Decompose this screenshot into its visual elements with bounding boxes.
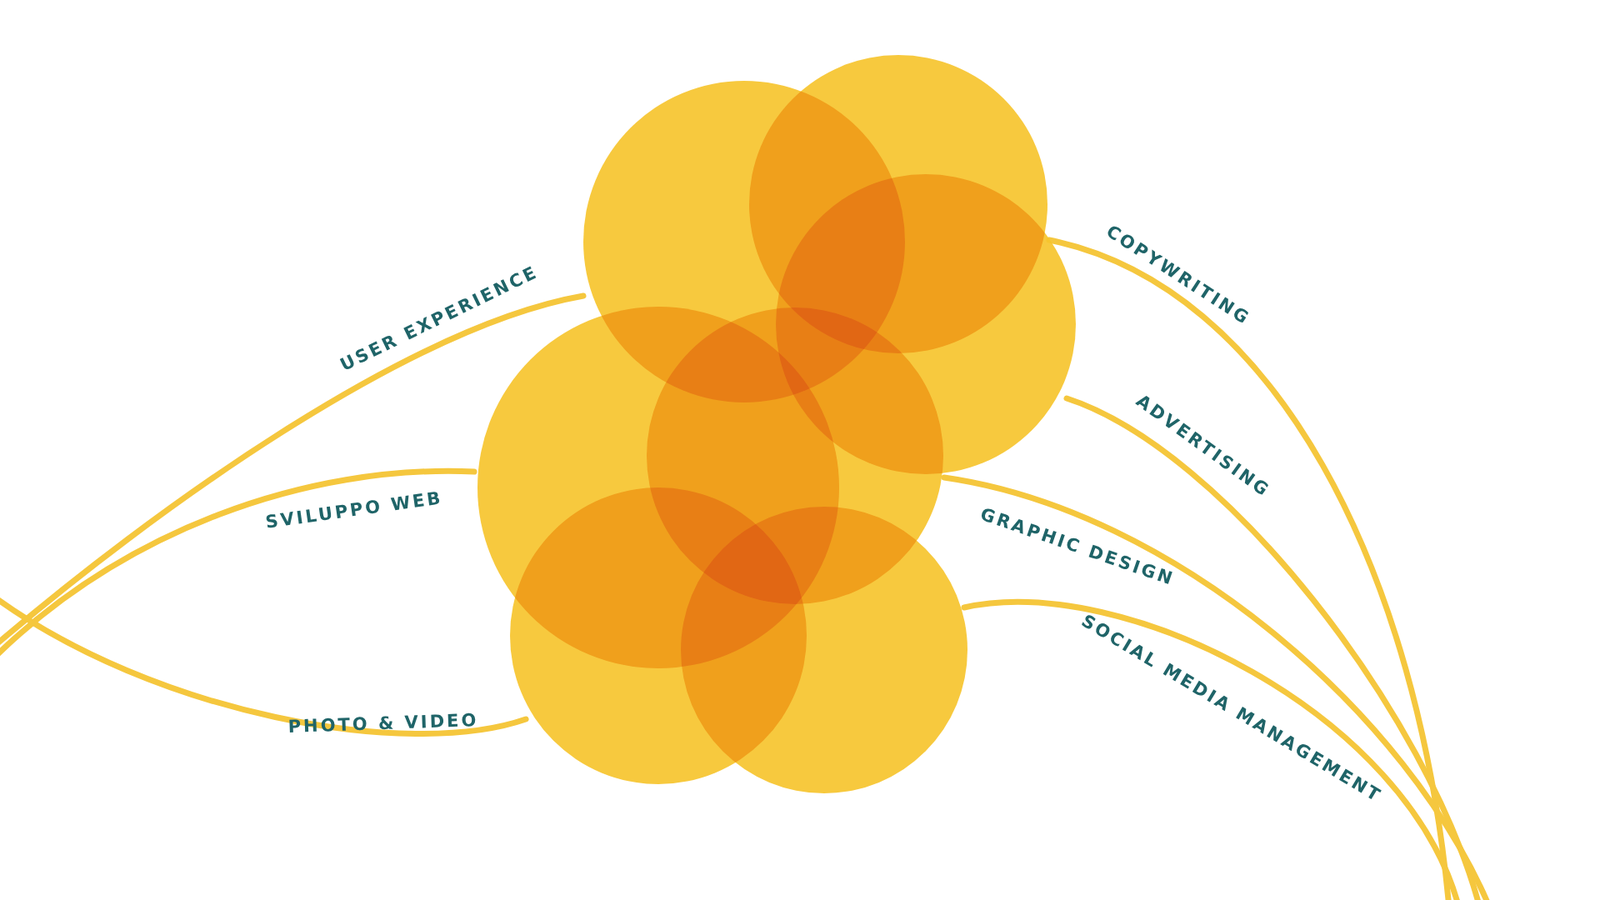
branch-line [944, 477, 1490, 900]
service-label: COPYWRITING [1102, 220, 1255, 330]
branch-line [0, 470, 475, 660]
branch-line [964, 601, 1460, 900]
branch-line [1049, 240, 1450, 900]
circle [680, 506, 968, 794]
service-label: SOCIAL MEDIA MANAGEMENT [1078, 610, 1386, 807]
branch-line [1066, 398, 1480, 900]
